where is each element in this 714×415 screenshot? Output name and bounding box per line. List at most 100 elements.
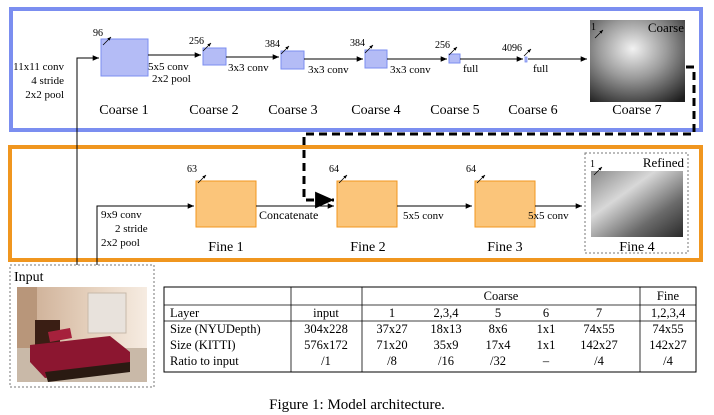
coarse-2-channels: 256 <box>189 36 204 47</box>
table-cell: 74x55 <box>652 322 683 336</box>
coarse-6-op: full <box>533 63 548 75</box>
table-cell: Size (NYUDepth) <box>170 322 261 336</box>
coarse-2-op: 3x3 conv <box>228 62 269 74</box>
coarse-5-channels: 256 <box>435 40 450 51</box>
input-to-coarse-1-arrow <box>76 55 99 265</box>
coarse-5-op: full <box>463 63 478 75</box>
coarse-6-channels: 4096 <box>502 43 522 54</box>
fine-3-op: 5x5 conv <box>528 210 569 222</box>
coarse-1-op-line2: 2x2 pool <box>152 73 191 85</box>
fine-3-channels: 64 <box>466 164 476 175</box>
table-cell: 17x4 <box>486 338 512 352</box>
table-cell: 71x20 <box>376 338 407 352</box>
input-to-fine-1-arrow <box>96 203 194 265</box>
table-cell: Layer <box>170 306 200 320</box>
table-cell: 37x27 <box>376 322 407 336</box>
table-cell: /4 <box>594 354 604 368</box>
table-cell: 1 <box>389 306 395 320</box>
coarse-2-channel-arrow <box>202 42 212 52</box>
fine-1-block <box>195 180 257 228</box>
table-cell: 304x228 <box>304 322 348 336</box>
table-cell: 142x27 <box>649 338 687 352</box>
fine-3-channel-arrow <box>476 174 486 184</box>
coarse-6-label: Coarse 6 <box>508 103 557 118</box>
table-cell: /8 <box>387 354 397 368</box>
table-cell: 1x1 <box>537 322 556 336</box>
table-cell: 2,3,4 <box>434 306 460 320</box>
input-bedroom-image <box>17 287 147 382</box>
coarse-4-channel-arrow <box>364 44 374 54</box>
input-panel: Input <box>9 264 155 388</box>
fine-2-block <box>336 180 398 228</box>
coarse-3-op: 3x3 conv <box>308 64 349 76</box>
fine-2-op: 5x5 conv <box>403 210 444 222</box>
coarse-1-channel-arrow <box>102 36 112 46</box>
coarse-1-channels: 96 <box>93 28 103 39</box>
table-row: Layer input 1 2,3,4 5 6 7 1,2,3,4 <box>170 306 686 320</box>
coarse-input-conv-line2: 4 stride <box>31 75 64 87</box>
table-cell: /32 <box>490 354 506 368</box>
table-cell: 1x1 <box>537 338 556 352</box>
fine-1-channels: 63 <box>187 164 197 175</box>
fine-input-conv-line3: 2x2 pool <box>101 237 140 249</box>
coarse-4-block <box>364 49 388 69</box>
coarse-3-channels: 384 <box>265 39 280 50</box>
coarse-5-block <box>448 53 461 64</box>
table-cell: – <box>542 354 550 368</box>
table-cell: 142x27 <box>580 338 618 352</box>
coarse-4-op: 3x3 conv <box>390 64 431 76</box>
figure-caption: Figure 1: Model architecture. <box>269 397 445 413</box>
fine-4-depth-map <box>591 171 683 237</box>
fine-network-panel: 9x9 conv 2 stride 2x2 pool 63 Fine 1 Con… <box>8 145 703 262</box>
coarse-3-label: Coarse 3 <box>268 103 317 118</box>
table-cell: 18x13 <box>430 322 461 336</box>
coarse-6-block <box>524 56 528 63</box>
coarse-1-block <box>100 38 149 77</box>
table-group-header-coarse: Coarse <box>484 289 519 303</box>
input-frame <box>9 264 155 388</box>
coarse-panel-border <box>9 7 703 132</box>
table-group-header-fine: Fine <box>657 289 680 303</box>
fine-panel-border <box>8 145 703 262</box>
table-cell: Ratio to input <box>170 354 239 368</box>
coarse-2-block <box>202 47 227 66</box>
fine-2-label: Fine 2 <box>350 240 385 255</box>
coarse-7-channel-arrow <box>594 29 604 39</box>
refined-corner-label: Refined <box>643 155 685 170</box>
coarse-3-channel-arrow <box>280 45 290 55</box>
coarse-corner-label: Coarse <box>648 20 684 35</box>
coarse-input-conv-line1: 11x11 conv <box>13 61 64 73</box>
coarse-5-label: Coarse 5 <box>430 103 479 118</box>
table-cell: Size (KITTI) <box>170 338 236 352</box>
fine-3-block <box>474 180 536 228</box>
table-cell: 7 <box>596 306 602 320</box>
table-row: Size (NYUDepth) 304x228 37x27 18x13 8x6 … <box>170 322 684 336</box>
fine-input-conv-line2: 2 stride <box>115 223 148 235</box>
coarse-4-channels: 384 <box>350 38 365 49</box>
table-cell: 6 <box>543 306 549 320</box>
table-cell: 8x6 <box>489 322 508 336</box>
table-cell: /4 <box>663 354 673 368</box>
table-row: Size (KITTI) 576x172 71x20 35x9 17x4 1x1… <box>170 338 687 352</box>
coarse-7-depth-map <box>590 20 685 102</box>
table-cell: 5 <box>495 306 501 320</box>
coarse-1-op-line1: 5x5 conv <box>148 61 189 73</box>
table-cell: 576x172 <box>304 338 348 352</box>
coarse-2-label: Coarse 2 <box>189 103 238 118</box>
coarse-6-channel-arrow <box>523 48 532 57</box>
fine-4-channel-arrow <box>593 166 603 176</box>
coarse-network-panel: 11x11 conv 4 stride 2x2 pool 96 Coarse 1… <box>9 7 703 132</box>
coarse-input-conv-line3: 2x2 pool <box>25 89 64 101</box>
fine-4-channels: 1 <box>590 159 595 170</box>
table-border <box>163 286 697 373</box>
fine-3-label: Fine 3 <box>487 240 522 255</box>
coarse-3-block <box>280 50 305 70</box>
fine-4-label: Fine 4 <box>619 240 654 255</box>
table-cell: 74x55 <box>583 322 614 336</box>
coarse-4-label: Coarse 4 <box>351 103 400 118</box>
table-cell: 35x9 <box>434 338 459 352</box>
fine-2-channels: 64 <box>329 164 339 175</box>
layer-size-table: Coarse Fine Layer input 1 2,3,4 5 6 7 1,… <box>163 286 697 373</box>
fine-1-label: Fine 1 <box>208 240 243 255</box>
